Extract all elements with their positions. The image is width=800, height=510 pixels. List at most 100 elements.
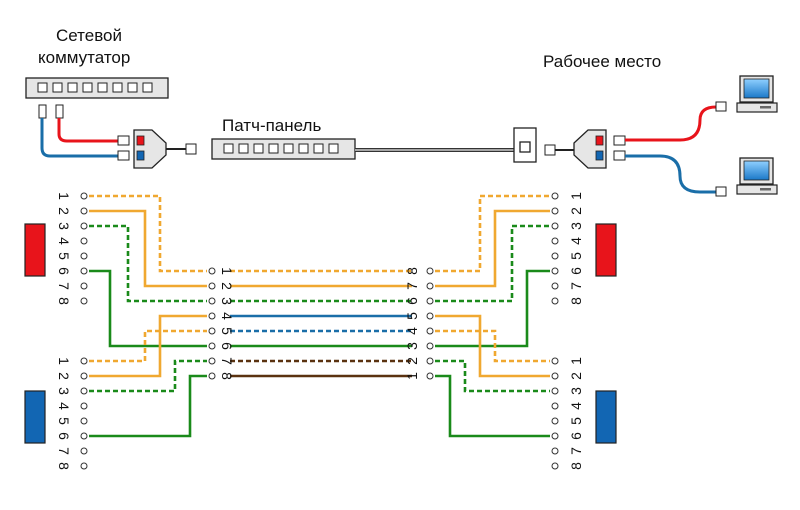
panel-left-pin-number: 2 <box>219 282 235 290</box>
panel-left-pin-number: 7 <box>219 357 235 365</box>
left-bottom-pin <box>80 417 88 425</box>
panel-right-pin-number: 2 <box>404 357 420 365</box>
left-bottom-pin-number: 4 <box>56 402 72 410</box>
panel-left-pin <box>208 372 216 380</box>
panel-right-pin <box>426 267 434 275</box>
wire-left-top-1 <box>89 194 207 273</box>
left-bottom-pin-number: 6 <box>56 432 72 440</box>
wire-left-bottom-1 <box>89 329 207 363</box>
wire-right-top-2 <box>435 209 550 288</box>
switch-cable-red <box>57 118 118 143</box>
wire-right-top-6 <box>435 269 550 348</box>
right-bottom-pin-number: 6 <box>568 432 584 440</box>
wire-right-top-3 <box>435 224 550 303</box>
right-top-pin <box>551 252 559 260</box>
left-bottom-pin-number: 1 <box>56 357 72 365</box>
right-bottom-pin-number: 3 <box>568 387 584 395</box>
left-bottom-pin-number: 8 <box>56 462 72 470</box>
computer-2-icon <box>736 157 778 195</box>
right-bottom-pin <box>551 387 559 395</box>
panel-left-pin-number: 8 <box>219 372 235 380</box>
left-bottom-pin <box>80 387 88 395</box>
wire-left-bottom-2 <box>89 314 207 378</box>
left-port-red-block <box>24 223 46 277</box>
switch-cable-blue <box>40 118 118 158</box>
panel-right-pin <box>426 282 434 290</box>
right-top-pin-number: 1 <box>568 192 584 200</box>
wire-left-bottom-6 <box>89 374 207 438</box>
wall-socket <box>513 127 537 163</box>
right-bottom-pin <box>551 432 559 440</box>
left-bottom-pin <box>80 372 88 380</box>
pin-layer <box>80 192 559 470</box>
right-bottom-pin-number: 8 <box>568 462 584 470</box>
left-top-pin <box>80 207 88 215</box>
wire-left-top-3 <box>89 224 207 303</box>
left-top-pin-number: 6 <box>56 267 72 275</box>
left-bottom-pin-number: 7 <box>56 447 72 455</box>
patch-panel <box>211 138 356 160</box>
panel-left-pin <box>208 312 216 320</box>
left-bottom-pin-number: 5 <box>56 417 72 425</box>
panel-right-pin <box>426 357 434 365</box>
left-top-pin <box>80 237 88 245</box>
left-bottom-pin-number: 3 <box>56 387 72 395</box>
panel-left-pin <box>208 267 216 275</box>
right-top-pin-number: 2 <box>568 207 584 215</box>
right-top-pin-number: 3 <box>568 222 584 230</box>
left-top-pin <box>80 282 88 290</box>
right-bottom-pin <box>551 372 559 380</box>
right-top-pin-number: 7 <box>568 282 584 290</box>
right-port-blue-block <box>595 390 617 444</box>
panel-left-pin-number: 5 <box>219 327 235 335</box>
right-bottom-pin-number: 1 <box>568 357 584 365</box>
switch-label-line1: Сетевой <box>56 26 122 45</box>
left-top-pin-number: 3 <box>56 222 72 230</box>
left-top-pin <box>80 252 88 260</box>
right-bottom-pin <box>551 447 559 455</box>
left-top-pin-number: 2 <box>56 207 72 215</box>
right-top-pin <box>551 207 559 215</box>
right-top-pin <box>551 237 559 245</box>
left-bottom-pin <box>80 402 88 410</box>
panel-right-pin-number: 6 <box>404 297 420 305</box>
panel-left-pin-number: 1 <box>219 267 235 275</box>
right-bottom-pin-number: 2 <box>568 372 584 380</box>
panel-left-pin-number: 6 <box>219 342 235 350</box>
wire-right-bottom-6 <box>435 374 550 438</box>
right-bottom-pin <box>551 462 559 470</box>
panel-right-pin-number: 5 <box>404 312 420 320</box>
right-top-pin <box>551 222 559 230</box>
right-bottom-pin <box>551 417 559 425</box>
right-splitter <box>573 129 626 169</box>
panel-right-pin-number: 7 <box>404 282 420 290</box>
panel-right-pin-number: 4 <box>404 327 420 335</box>
wire-right-bottom-3 <box>435 359 550 393</box>
right-bottom-pin <box>551 402 559 410</box>
right-top-pin-number: 4 <box>568 237 584 245</box>
right-bottom-pin-number: 5 <box>568 417 584 425</box>
panel-left-pin <box>208 357 216 365</box>
switch-label-line2: коммутатор <box>38 48 130 67</box>
left-top-pin-number: 4 <box>56 237 72 245</box>
right-top-pin-number: 6 <box>568 267 584 275</box>
panel-right-pin-number: 8 <box>404 267 420 275</box>
panel-right-pin-number: 1 <box>404 372 420 380</box>
panel-left-pin <box>208 342 216 350</box>
panel-right-pin-number: 3 <box>404 342 420 350</box>
left-top-pin-number: 8 <box>56 297 72 305</box>
wire-left-bottom-3 <box>89 359 207 393</box>
wire-right-top-1 <box>435 194 550 273</box>
panel-left-pin <box>208 282 216 290</box>
panel-left-pin-number: 4 <box>219 312 235 320</box>
wire-left-top-6 <box>89 269 207 348</box>
right-top-pin <box>551 192 559 200</box>
pc2-cable-blue <box>625 154 716 194</box>
left-top-pin-number: 5 <box>56 252 72 260</box>
left-bottom-pin <box>80 357 88 365</box>
right-top-pin <box>551 297 559 305</box>
left-top-pin <box>80 297 88 305</box>
right-top-pin <box>551 267 559 275</box>
pc1-cable-red <box>625 105 717 142</box>
